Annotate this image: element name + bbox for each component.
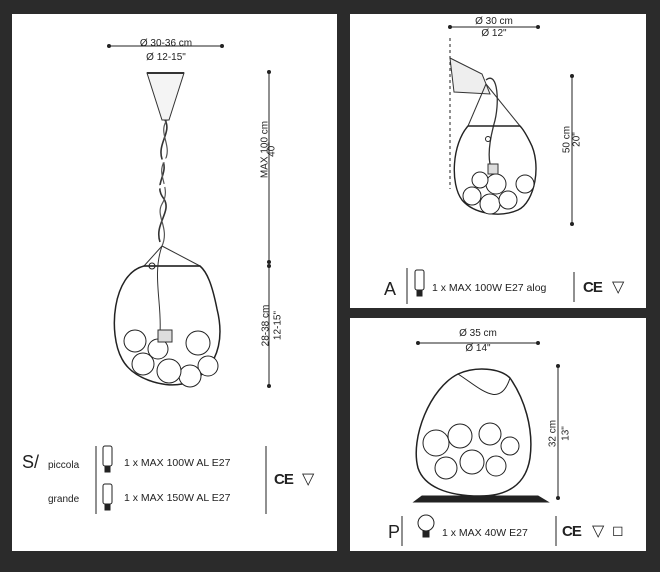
model-code: A bbox=[384, 279, 397, 299]
height-in: 13" bbox=[560, 426, 572, 441]
floor-lamp-panel: Ø 35 cm Ø 14" 32 cm 13" P 1 x MAX 40W E2… bbox=[350, 318, 646, 551]
triangle-mark: ▽ bbox=[592, 523, 605, 540]
cable bbox=[157, 119, 168, 243]
model-code: S/ bbox=[22, 452, 40, 472]
ce-mark: CE bbox=[583, 279, 603, 296]
triangle-mark: ▽ bbox=[612, 279, 625, 296]
model-code: P bbox=[388, 522, 401, 542]
width-cm: Ø 30 cm bbox=[475, 16, 513, 27]
wall-bracket bbox=[449, 57, 491, 95]
width-cm: Ø 30-36 cm bbox=[139, 38, 193, 49]
triangle-mark: ▽ bbox=[302, 471, 315, 488]
variant-small: piccola bbox=[48, 460, 80, 471]
bulb-cluster bbox=[462, 171, 535, 215]
spec-small: 1 x MAX 100W AL E27 bbox=[124, 457, 231, 469]
wall-lamp-drawing bbox=[406, 25, 575, 304]
spec: 1 x MAX 100W E27 alog bbox=[432, 282, 547, 294]
width-cm: Ø 35 cm bbox=[459, 328, 497, 339]
glass-shade bbox=[415, 368, 532, 497]
bulb-cluster bbox=[422, 422, 520, 480]
square-mark: ◻ bbox=[612, 522, 624, 538]
globe-bulb-icon bbox=[417, 514, 435, 538]
lamp-base bbox=[412, 495, 550, 503]
floor-lamp-drawing bbox=[401, 341, 560, 546]
bulb-cluster bbox=[123, 329, 219, 388]
pendant-drawing bbox=[95, 44, 271, 514]
wall-lamp-panel: Ø 30 cm Ø 12" 50 cm 20" A 1 x MAX 100W E… bbox=[350, 14, 646, 308]
glass-height-cm: 28-38 cm bbox=[260, 304, 272, 347]
width-in: Ø 12" bbox=[481, 28, 507, 39]
tube-bulb-icon bbox=[414, 269, 425, 297]
height-in: 40" bbox=[266, 142, 278, 157]
spec: 1 x MAX 40W E27 bbox=[442, 527, 528, 539]
ceiling-canopy bbox=[146, 72, 185, 121]
width-in: Ø 12-15" bbox=[146, 52, 186, 63]
ce-mark: CE bbox=[274, 471, 294, 488]
ce-mark: CE bbox=[562, 523, 582, 540]
height-in: 20" bbox=[571, 132, 583, 147]
glass-shade bbox=[453, 125, 537, 215]
spec-large: 1 x MAX 150W AL E27 bbox=[124, 492, 231, 504]
height-cm: 32 cm bbox=[547, 419, 559, 448]
tube-bulb-icon bbox=[102, 445, 113, 511]
width-in: Ø 14" bbox=[465, 343, 491, 354]
glass-height-in: 12-15" bbox=[272, 310, 284, 341]
variant-large: grande bbox=[48, 494, 80, 505]
pendant-panel: Ø 30-36 cm Ø 12-15" MAX 100 cm 40" 28-38… bbox=[12, 14, 337, 551]
